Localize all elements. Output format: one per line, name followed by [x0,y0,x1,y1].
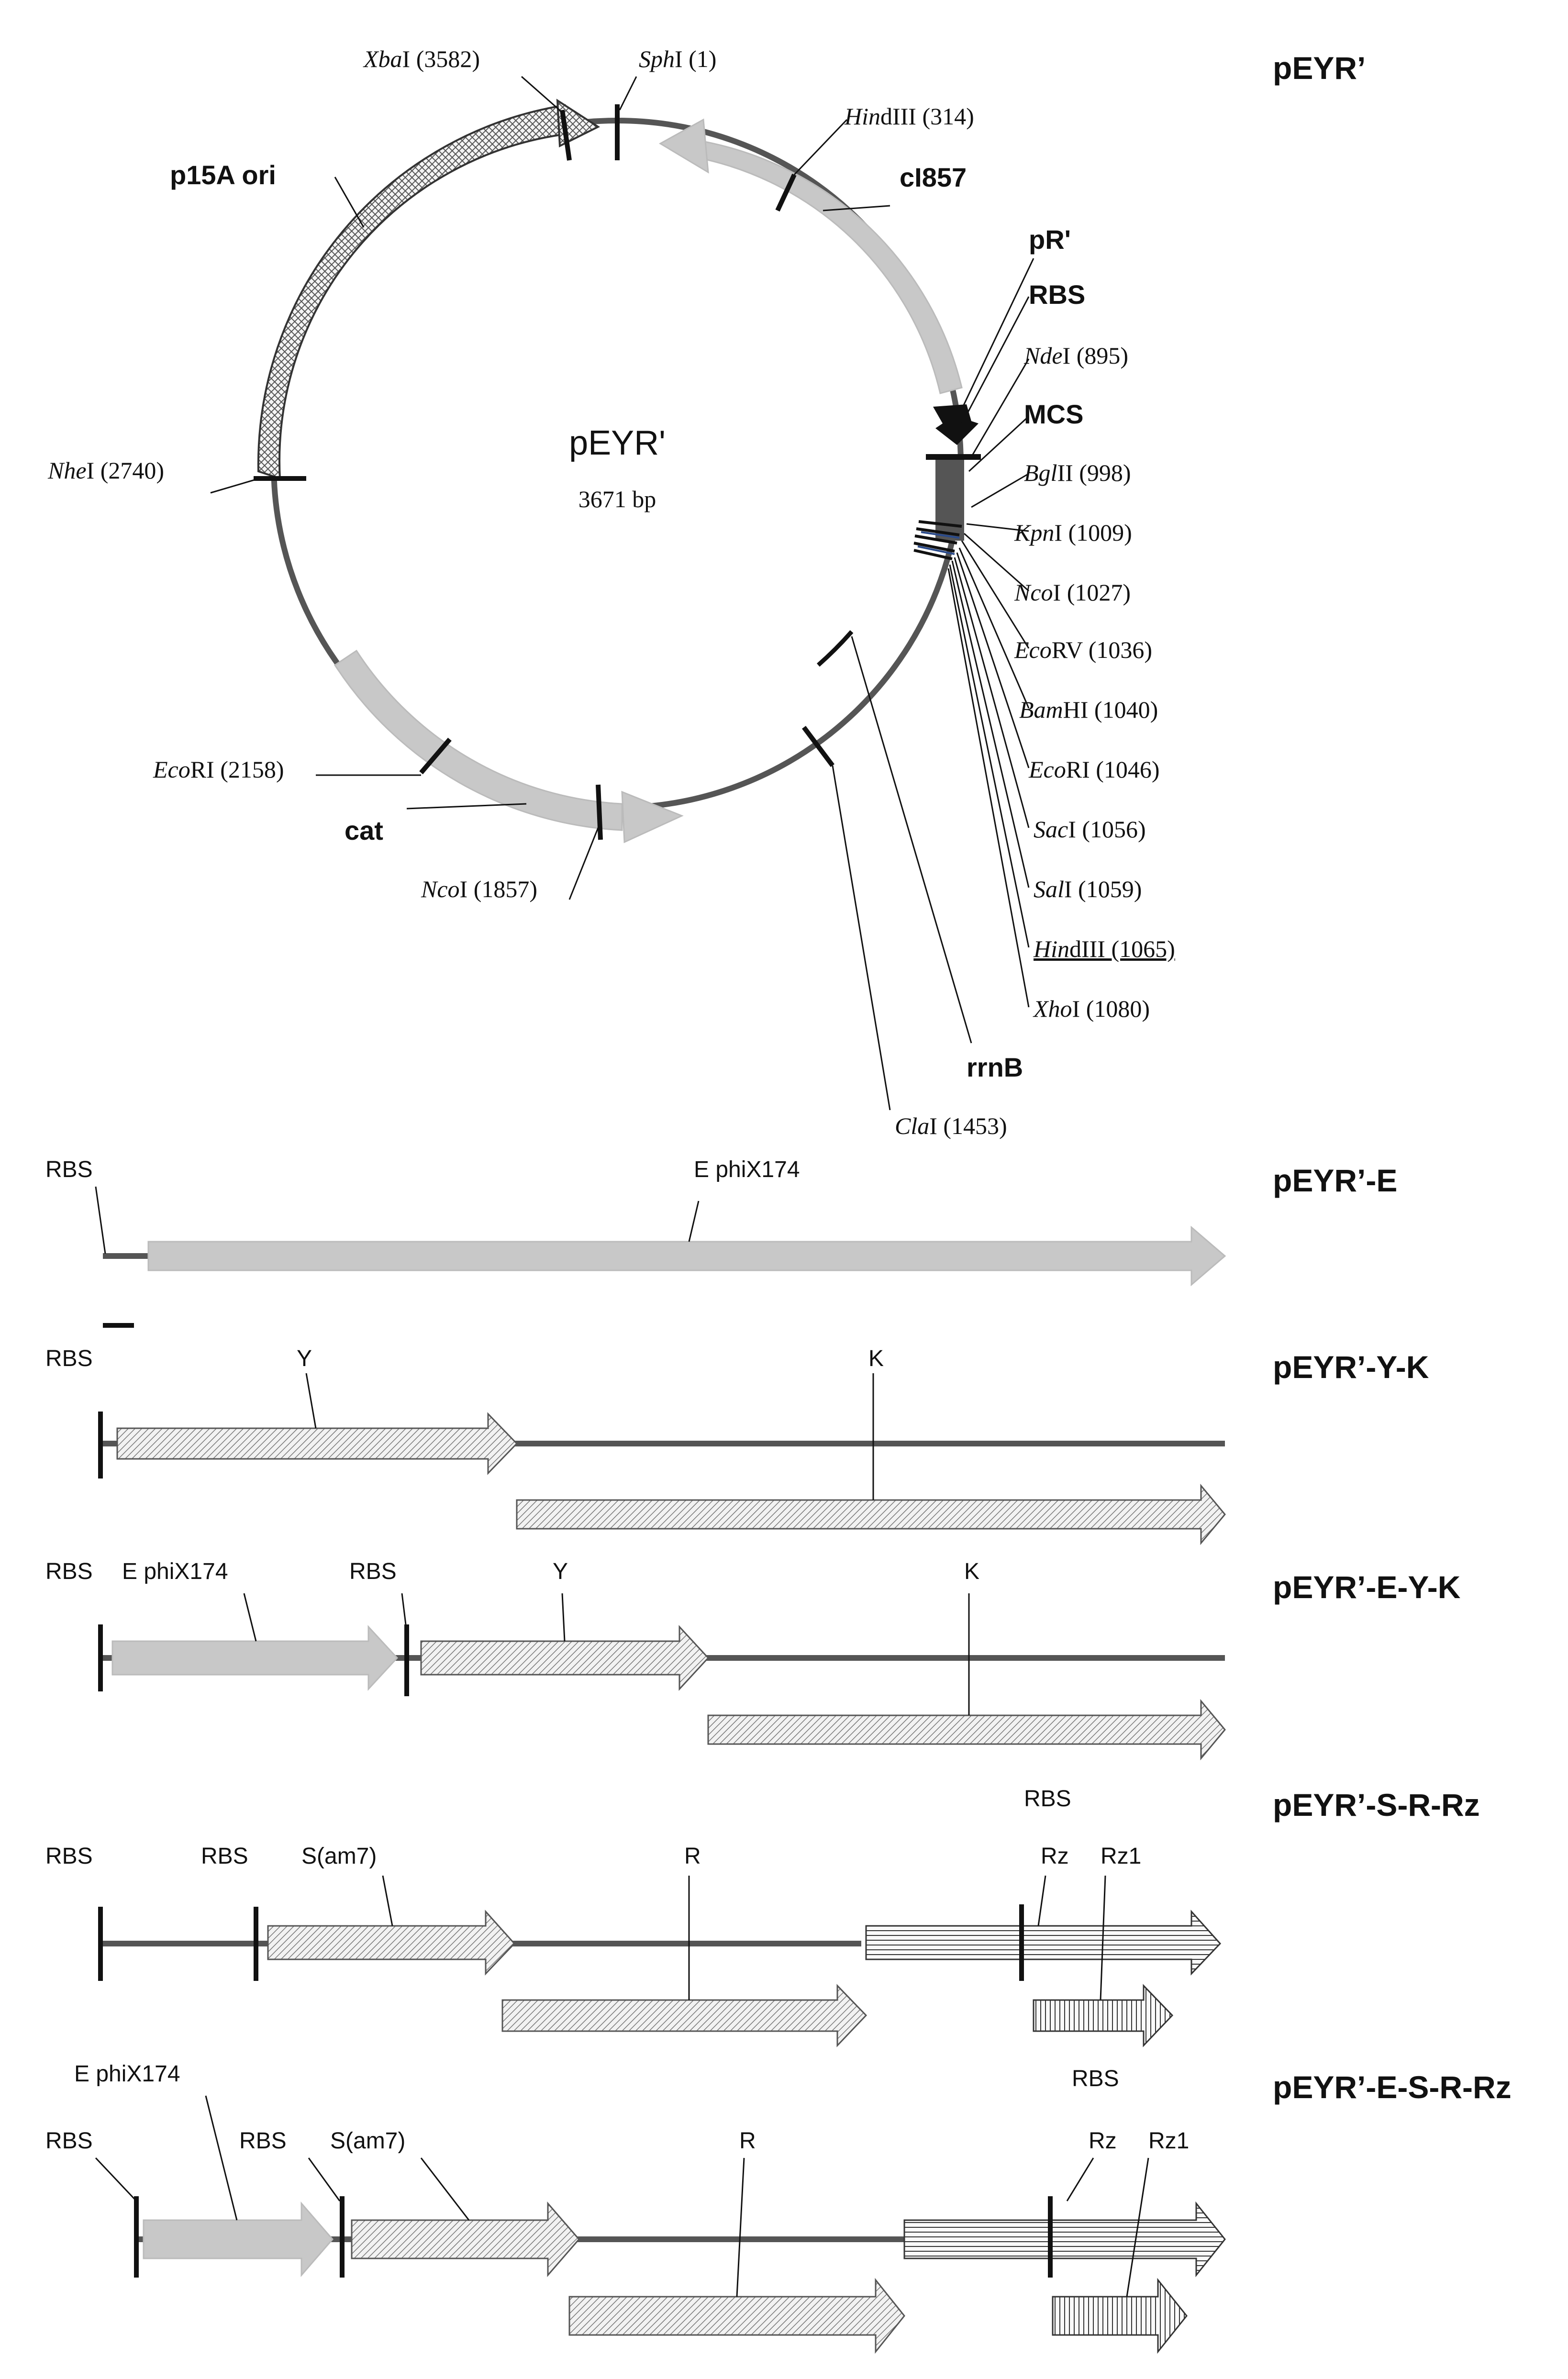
k-label: K [964,1559,979,1584]
s-am7-label: S(am7) [301,1844,377,1869]
site-nhei: NheI (2740) [47,457,164,484]
rz-gene-arrow [903,2201,1226,2278]
ci857-arc [692,139,963,394]
site-ecori-1046: EcoRI (1046) [1028,756,1160,783]
construct-title: pEYR’-E [1273,1163,1397,1198]
pr-promoter-arrow [933,404,979,445]
xbai-tick [560,110,572,161]
site-clai: ClaI (1453) [895,1112,1007,1139]
k-gene-arrow [707,1699,1226,1761]
cat-arrowhead [621,790,684,844]
k-gene-arrow [516,1483,1226,1545]
p15a-ori-label: p15A ori [170,160,276,190]
rz1-label: Rz1 [1148,2128,1189,2154]
e-phix174-arrow [143,2201,334,2278]
site-sphi: SphI (1) [639,45,716,72]
y-label: Y [297,1346,312,1371]
site-ncoi-1857: NcoI (1857) [421,876,537,902]
construct-pEYR-E-Y-K: RBS E phiX174 RBS Y K pEYR’-E-Y-K [45,1559,1461,1761]
rbs-label-1: RBS [45,1559,93,1584]
r-gene-arrow [568,2278,905,2354]
rz1-gene-arrow [1033,1984,1174,2047]
rrnb-label: rrnB [967,1052,1023,1082]
rbs-label-2: RBS [239,2128,287,2154]
rbs-label-3: RBS [1072,2066,1119,2091]
site-ndei: NdeI (895) [1023,342,1128,369]
site-bamhi: BamHI (1040) [1019,696,1158,723]
site-kpni: KpnI (1009) [1014,519,1132,546]
plasmid-size: 3671 bp [578,486,656,512]
site-saci: SacI (1056) [1034,816,1146,843]
site-hindiii-1065: HindIII (1065) [1033,935,1175,962]
e-phix174-label: E phiX174 [122,1559,228,1584]
rz-gene-arrow [865,1910,1222,1976]
e-phix174-arrow [147,1225,1226,1287]
s-am7-arrow [267,1910,516,1976]
ci857-label: cI857 [900,162,967,192]
s-am7-label: S(am7) [330,2128,405,2154]
site-xhoi: XhoI (1080) [1033,995,1150,1022]
e-phix174-label: E phiX174 [74,2061,180,2087]
rz1-gene-arrow [1052,2278,1188,2354]
y-gene-arrow [116,1412,518,1475]
rbs-label: RBS [45,1157,93,1182]
ci857-arrowhead [659,118,709,174]
site-ecori-2158: EcoRI (2158) [153,756,284,783]
rbs-label: RBS [1029,279,1085,310]
rbs-label-3: RBS [1024,1786,1071,1812]
rbs-label-2: RBS [201,1844,248,1869]
construct-title: pEYR’-Y-K [1273,1349,1429,1385]
site-bglii: BglII (998) [1024,459,1131,486]
mcs-block [935,457,964,541]
ncoi1857-tick [596,784,603,840]
r-gene-arrow [501,1984,867,2047]
construct-pEYR-Y-K: RBS Y K pEYR’-Y-K [45,1346,1429,1545]
ecori2158-tick [419,737,452,775]
rbs-label: RBS [45,1346,93,1371]
hindiii314-tick [775,173,797,212]
rbs-label-1: RBS [45,1844,93,1869]
site-ecorv: EcoRV (1036) [1014,636,1152,663]
pr-label: pR' [1029,224,1071,255]
construct-pEYR-E-S-R-Rz: E phiX174 RBS RBS S(am7) R RBS Rz Rz1 pE… [45,2061,1512,2354]
rz-label: Rz [1041,1844,1069,1869]
plasmid-heading: pEYR’ [1273,50,1366,86]
mcs-blue-ticks [917,531,960,555]
site-hindiii-314: HindIII (314) [844,103,974,130]
rbs-label-1: RBS [45,2128,93,2154]
p15a-ori-arc [257,104,566,480]
site-sali: SalI (1059) [1034,876,1142,902]
y-label: Y [553,1559,568,1584]
rrnb-arc [817,630,854,667]
plasmid-name: pEYR' [569,424,666,462]
y-gene-arrow [420,1625,710,1691]
construct-title: pEYR’-S-R-Rz [1273,1787,1480,1823]
rbs-label-2: RBS [349,1559,397,1584]
site-xbai: XbaI (3582) [363,45,480,72]
construct-title: pEYR’-E-Y-K [1273,1569,1461,1605]
k-label: K [868,1346,884,1371]
r-label: R [739,2128,756,2154]
e-phix174-label: E phiX174 [694,1157,800,1182]
mcs-label: MCS [1024,399,1083,429]
construct-pEYR-S-R-Rz: RBS RBS S(am7) R RBS Rz Rz1 pEYR’-S-R-Rz [45,1786,1480,2047]
construct-title: pEYR’-E-S-R-Rz [1273,2069,1512,2105]
rz1-label: Rz1 [1101,1844,1141,1869]
cat-label: cat [345,815,383,845]
site-ticks [254,104,834,840]
plasmid-map: pEYR' 3671 bp p15A ori cI857 pR' RBS MCS… [47,45,1366,1139]
mcs-ticks [913,520,962,560]
cat-arc [334,649,623,831]
clai-tick [802,726,834,767]
s-am7-arrow [351,2201,580,2278]
rz-label: Rz [1089,2128,1117,2154]
leader-lines [210,76,1034,1111]
construct-pEYR-E: RBS E phiX174 pEYR’-E [45,1157,1397,1328]
e-phix174-arrow [111,1625,399,1691]
site-ncoi-1027: NcoI (1027) [1014,579,1131,606]
r-label: R [684,1844,701,1869]
